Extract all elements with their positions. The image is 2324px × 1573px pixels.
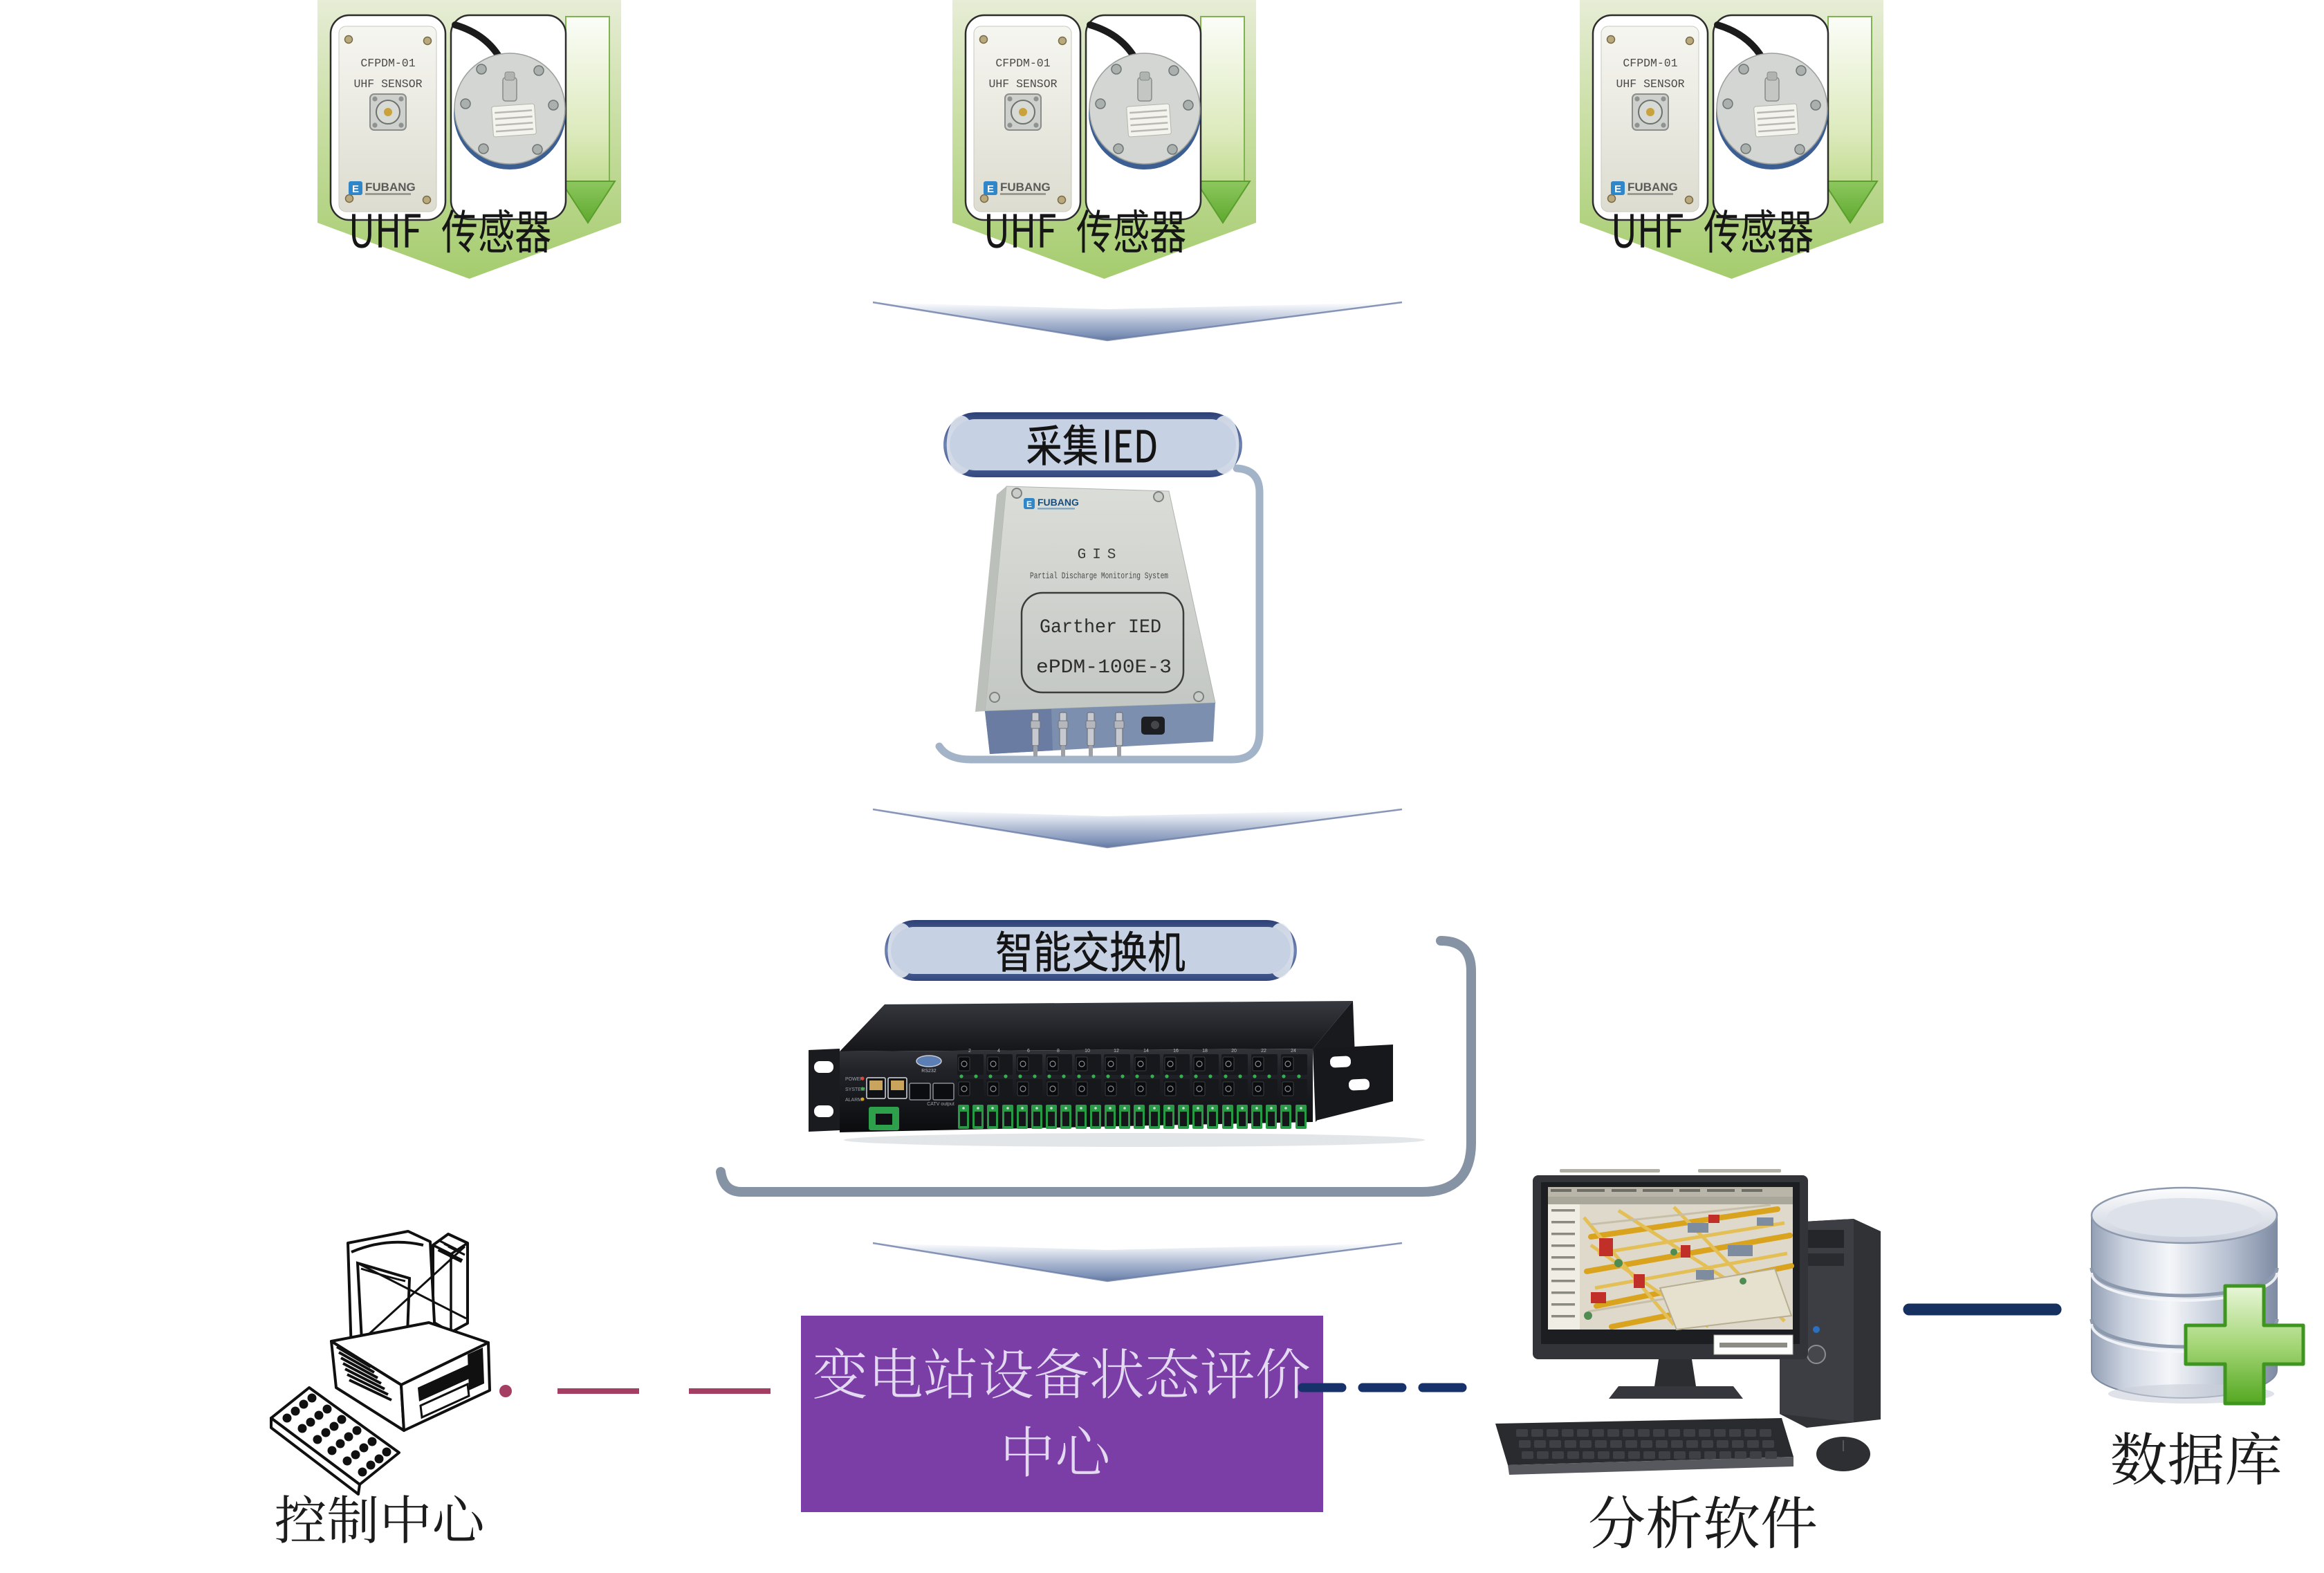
svg-text:CFPDM-01: CFPDM-01 [360, 57, 415, 70]
svg-text:ePDM-100E-3: ePDM-100E-3 [1036, 657, 1172, 679]
svg-text:UHF SENSOR: UHF SENSOR [988, 77, 1057, 91]
svg-text:24: 24 [1291, 1049, 1296, 1054]
svg-text:22: 22 [1261, 1049, 1266, 1054]
svg-text:6: 6 [1027, 1049, 1030, 1054]
svg-text:ALARM: ALARM [845, 1098, 862, 1103]
svg-text:10: 10 [1085, 1049, 1090, 1054]
svg-text:CFPDM-01: CFPDM-01 [1623, 57, 1677, 70]
svg-text:4: 4 [997, 1049, 1000, 1054]
svg-text:FUBANG: FUBANG [365, 181, 416, 194]
svg-text:UHF SENSOR: UHF SENSOR [353, 77, 422, 91]
svg-text:RS232: RS232 [921, 1069, 937, 1074]
svg-text:GIS: GIS [1078, 547, 1123, 563]
svg-text:Partial Discharge Monitoring S: Partial Discharge Monitoring System [1030, 571, 1168, 581]
svg-text:14: 14 [1143, 1049, 1149, 1054]
svg-text:2: 2 [968, 1049, 971, 1054]
svg-text:FUBANG: FUBANG [1627, 181, 1678, 194]
svg-text:SYSTEM: SYSTEM [845, 1087, 865, 1092]
svg-text:POWER: POWER [845, 1077, 863, 1082]
svg-text:FUBANG: FUBANG [1038, 497, 1079, 508]
svg-text:CATV output: CATV output [927, 1102, 954, 1107]
svg-text:20: 20 [1231, 1049, 1237, 1054]
svg-text:E: E [352, 183, 359, 195]
svg-text:E: E [1026, 499, 1032, 509]
svg-text:Garther IED: Garther IED [1040, 617, 1161, 638]
svg-text:E: E [987, 183, 994, 195]
svg-text:CFPDM-01: CFPDM-01 [995, 57, 1050, 70]
svg-text:18: 18 [1202, 1049, 1208, 1054]
svg-text:FUBANG: FUBANG [1000, 181, 1051, 194]
svg-text:8: 8 [1057, 1049, 1060, 1054]
svg-text:12: 12 [1114, 1049, 1119, 1054]
svg-text:16: 16 [1173, 1049, 1179, 1054]
svg-text:UHF SENSOR: UHF SENSOR [1616, 77, 1684, 91]
svg-text:E: E [1614, 183, 1621, 195]
